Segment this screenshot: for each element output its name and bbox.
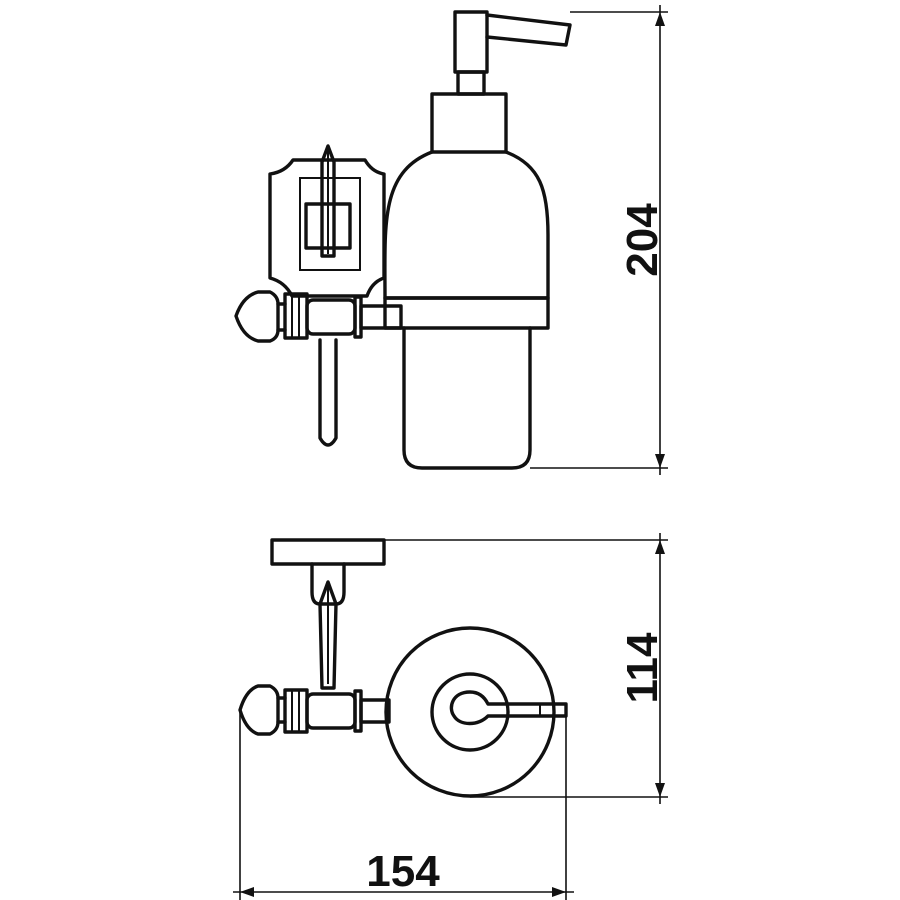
top-arm-assembly <box>238 684 391 736</box>
arm-assembly <box>234 290 403 343</box>
dimension-height: 204 <box>530 5 668 475</box>
pump-collar <box>430 92 508 154</box>
dimension-width: 154 <box>233 712 574 900</box>
dimension-label-204: 204 <box>618 203 667 277</box>
glass-cup <box>402 326 532 470</box>
bottle-body <box>383 150 550 300</box>
vertical-rod <box>318 144 338 447</box>
dimension-depth: 114 <box>384 533 668 804</box>
top-view <box>238 538 568 798</box>
top-wall-plate <box>270 538 386 566</box>
dimension-label-114: 114 <box>618 632 667 704</box>
front-view <box>234 10 572 470</box>
top-bottle <box>384 626 568 798</box>
dimension-label-154: 154 <box>366 847 440 896</box>
top-rod <box>310 562 346 690</box>
pump-head <box>453 10 572 96</box>
holder-ring <box>383 296 550 330</box>
